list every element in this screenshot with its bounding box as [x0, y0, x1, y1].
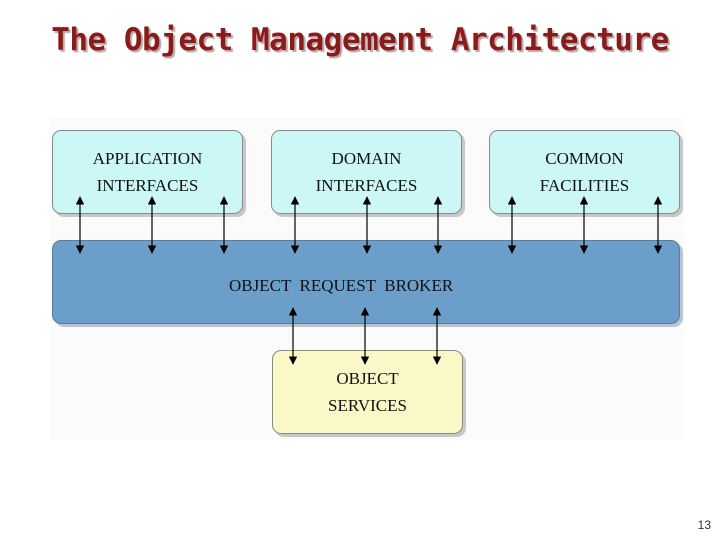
object-services-label: OBJECT SERVICES: [328, 369, 407, 415]
application-interfaces-label: APPLICATION INTERFACES: [92, 149, 203, 195]
page-number: 13: [697, 518, 711, 532]
common-facilities-label: COMMON FACILITIES: [539, 149, 630, 195]
common-facilities-box: COMMON FACILITIES: [489, 130, 680, 214]
domain-interfaces-box: DOMAIN INTERFACES: [271, 130, 462, 214]
application-interfaces-box: APPLICATION INTERFACES: [52, 130, 243, 214]
object-request-broker-label: OBJECT REQUEST BROKER: [229, 276, 454, 295]
object-services-box: OBJECT SERVICES: [272, 350, 463, 434]
slide-title: The Object Management Architecture: [51, 22, 669, 58]
object-request-broker-box: OBJECT REQUEST BROKER: [52, 240, 680, 324]
domain-interfaces-label: DOMAIN INTERFACES: [315, 149, 418, 195]
